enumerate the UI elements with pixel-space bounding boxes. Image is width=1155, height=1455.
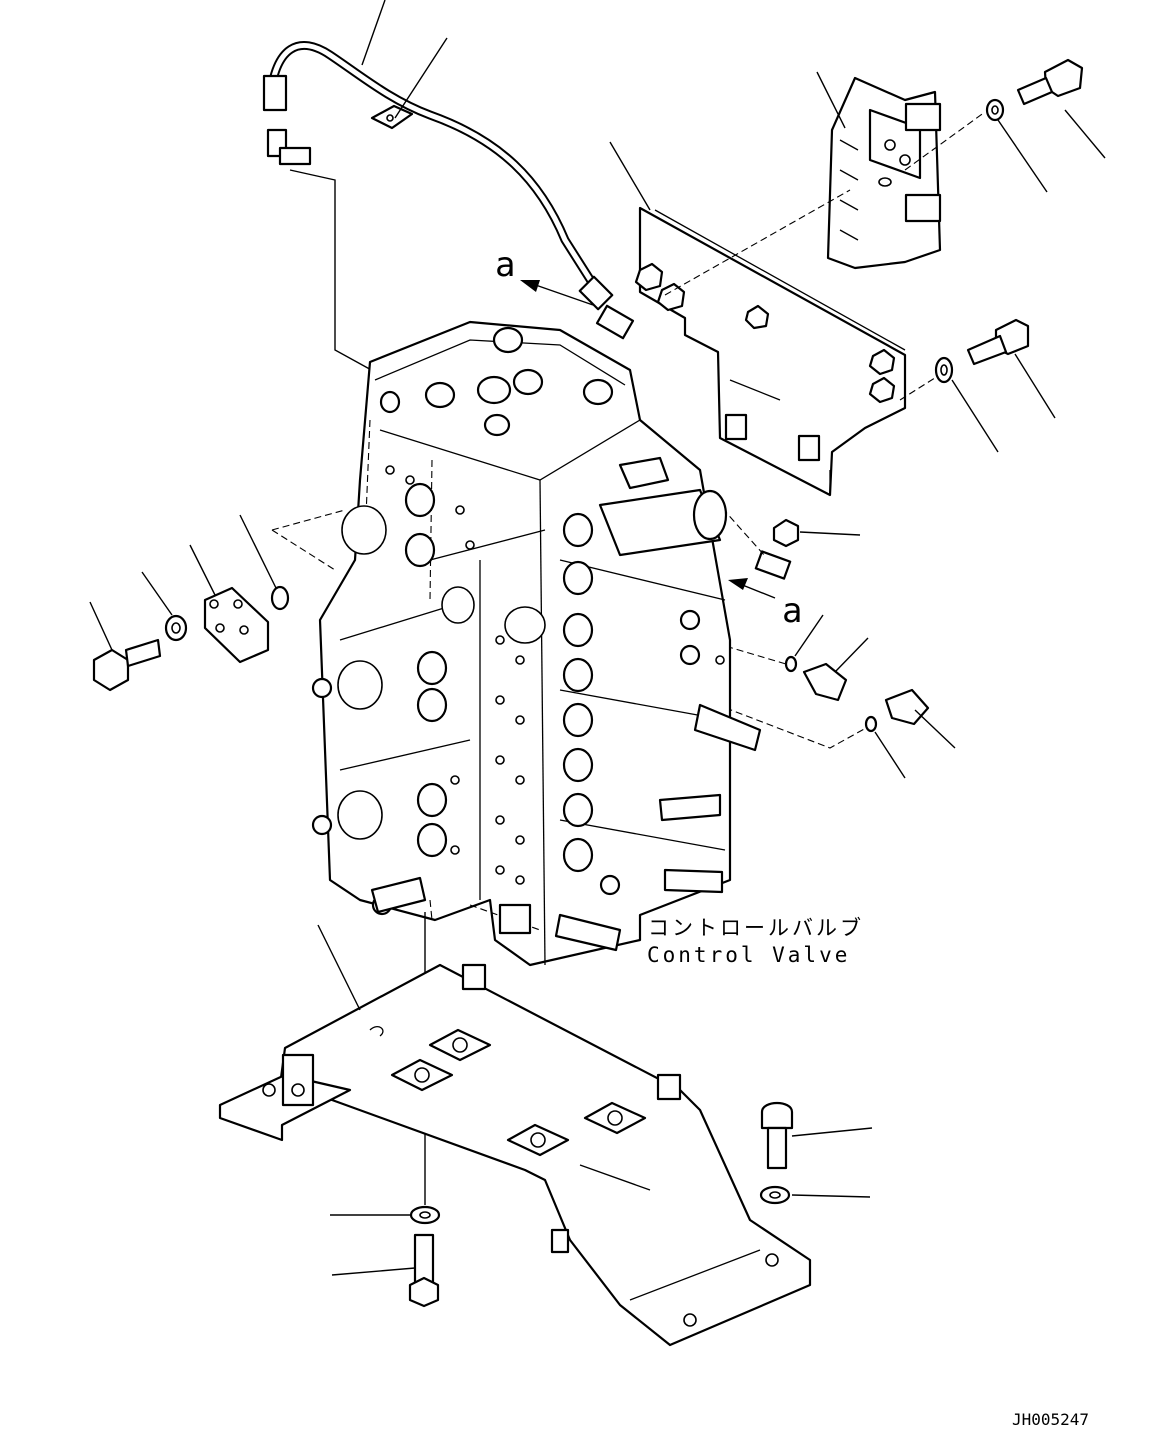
clamp-icon (370, 104, 414, 130)
washer-icon (759, 1185, 791, 1205)
spool-cap-icon (562, 657, 594, 693)
port-hole-icon (450, 845, 460, 855)
port-hole-icon (515, 655, 525, 665)
port-hole-icon (495, 695, 505, 705)
drawing-code: JH005247 (1012, 1410, 1089, 1429)
spool-cap-icon (416, 822, 448, 858)
spool-cap-icon (562, 612, 594, 648)
port-hole-icon (495, 815, 505, 825)
component-title-jp: コントロールバルブ (648, 916, 864, 940)
port-hole-icon (515, 835, 525, 845)
bolt-icon (760, 1101, 794, 1170)
valve-bolt-icon (311, 814, 333, 836)
port-hole-icon (515, 875, 525, 885)
washer-icon (934, 356, 954, 384)
spool-cap-icon (562, 560, 594, 596)
valve-bolt-icon (311, 677, 333, 699)
elbow-fitting-icon (266, 128, 635, 340)
cover-plate-icon (203, 586, 270, 664)
mounting-base-icon (218, 963, 812, 1347)
washer-icon (164, 614, 188, 642)
port-hole-icon (455, 505, 465, 515)
spool-cap-icon (562, 837, 594, 873)
port-hole-icon (385, 465, 395, 475)
spool-cap-icon (416, 687, 448, 723)
port-hole-icon (495, 865, 505, 875)
valve-bolt-icon (679, 644, 701, 666)
port-hole-icon (405, 475, 415, 485)
sensor-icon (802, 662, 930, 726)
bolt-icon (92, 638, 162, 692)
o-ring-icon (270, 585, 290, 611)
port-hole-icon (515, 715, 525, 725)
port-hole-icon (515, 775, 525, 785)
spool-cap-icon (562, 792, 594, 828)
component-title-en: Control Valve (647, 943, 850, 967)
arrow-label-bottom: a (782, 591, 802, 631)
hose-icon (262, 41, 614, 311)
spool-cap-icon (416, 782, 448, 818)
valve-bolt-icon (599, 874, 621, 896)
control-valve-icon (311, 320, 762, 967)
valve-bolt-icon (679, 609, 701, 631)
spool-cap-icon (562, 702, 594, 738)
spool-cap-icon (404, 482, 436, 518)
washer-icon (985, 98, 1005, 122)
arrow-label-top: a (495, 245, 515, 285)
plug-icon (772, 518, 800, 548)
bolt-icon (966, 318, 1030, 366)
port-hole-icon (495, 755, 505, 765)
spool-cap-icon (562, 512, 594, 548)
port-hole-icon (715, 655, 725, 665)
washer-icon (409, 1205, 441, 1225)
spool-cap-icon (416, 650, 448, 686)
leader-lines (89, 0, 1106, 1276)
o-ring-icon (784, 655, 878, 733)
bracket-icon (634, 206, 907, 497)
port-hole-icon (495, 635, 505, 645)
bolt-icon (1016, 58, 1084, 106)
port-hole-icon (450, 775, 460, 785)
spool-cap-icon (404, 532, 436, 568)
connector-holder-icon (826, 76, 942, 270)
spool-cap-icon (562, 747, 594, 783)
bolt-icon (408, 1233, 440, 1308)
port-hole-icon (465, 540, 475, 550)
elbow-fitting-icon (754, 550, 792, 580)
